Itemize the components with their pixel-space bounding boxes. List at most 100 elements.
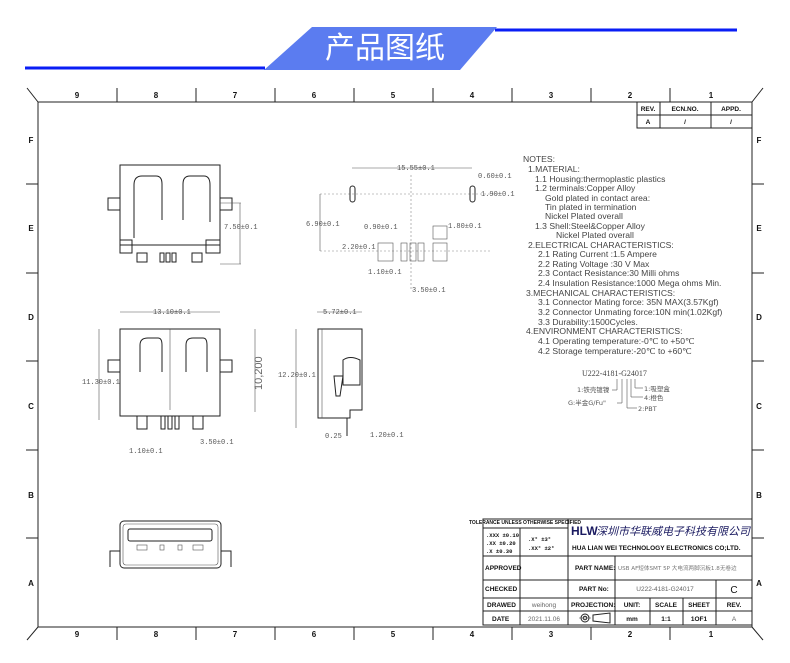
ruler-col-3: 3: [549, 91, 554, 100]
usb-port-view: [109, 520, 232, 569]
note-line: 1.1 Housing:thermoplastic plastics: [535, 174, 665, 184]
drawed-value: weihong: [531, 602, 557, 609]
ruler-col-8: 8: [154, 91, 159, 100]
tolerance-title: TOLERANCE UNLESS OTHERWISE SPECIFIED: [469, 520, 581, 526]
approved-label: APPROVED: [485, 565, 522, 572]
company-logo: HLW: [571, 524, 598, 538]
part-name-label: PART NAME:: [575, 565, 615, 572]
ecn-header: ECN.NO.: [671, 106, 698, 113]
ruler-row-a: A: [28, 579, 34, 588]
note-line: 2.3 Contact Resistance:30 Milli ohms: [538, 268, 679, 278]
ruler-col-3-bottom: 3: [549, 630, 554, 639]
tolerance-angle-x: .X° ±3°: [528, 536, 551, 543]
drawing-size: C: [730, 585, 737, 596]
ruler-col-7: 7: [233, 91, 238, 100]
part-code: U222-4181-G24017: [582, 369, 647, 378]
ruler-col-4-bottom: 4: [470, 630, 475, 639]
dim-side-width: 5.72±0.1: [323, 309, 357, 317]
page-title: 产品图纸: [325, 31, 445, 66]
note-line: 2.2 Rating Voltage :30 V Max: [538, 259, 650, 269]
revision-table: REV. ECN.NO. APPD. A / /: [636, 101, 753, 129]
ruler-row-b-right: B: [756, 491, 762, 500]
ruler-row-d-right: D: [756, 313, 762, 322]
note-line: 4.2 Storage temperature:-20℃ to +60℃: [538, 346, 692, 356]
dim-side-height: 12.20±0.1: [278, 372, 316, 380]
title-block: TOLERANCE UNLESS OTHERWISE SPECIFIED .XX…: [469, 518, 753, 626]
dim-pin-length: 1.90±0.1: [481, 191, 515, 199]
ruler-row-f: F: [29, 136, 34, 145]
dim-top-height: 11.30±0.1: [82, 379, 120, 387]
note-line: 4.ENVIRONMENT CHARACTERISTICS:: [526, 326, 682, 336]
part-code-legend: U222-4181-G24017 1:铁壳镀镍 G:半金G/Fu" 2:PBT …: [568, 369, 670, 413]
dim-pad-gap: 0.90±0.1: [364, 224, 398, 232]
note-line: 3.3 Durability:1500Cycles.: [538, 317, 638, 327]
ruler-col-9-bottom: 9: [75, 630, 80, 639]
legend-shell: 1:铁壳镀镍: [577, 385, 610, 394]
legend-material: 2:PBT: [638, 405, 657, 413]
dim-top-inner: 10,200: [253, 356, 265, 390]
dim-front-height: 7.50±0.1: [224, 224, 258, 232]
company-name-cn: 深圳市华联威电子科技有限公司: [596, 525, 751, 538]
ruler-col-5: 5: [391, 91, 396, 100]
note-line: 2.4 Insulation Resistance:1000 Mega ohms…: [538, 278, 721, 288]
rev-value: A: [646, 119, 651, 126]
note-line: 3.MECHANICAL CHARACTERISTICS:: [526, 288, 675, 298]
ruler-col-1: 1: [709, 91, 714, 100]
note-line: NOTES:: [523, 154, 555, 164]
note-line: 1.3 Shell:Steel&Copper Alloy: [535, 221, 646, 231]
dim-pad-height: 2.20±0.1: [342, 244, 376, 252]
scale-label: SCALE: [655, 602, 678, 609]
ruler-row-d: D: [28, 313, 34, 322]
note-line: 2.1 Rating Current :1.5 Ampere: [538, 249, 657, 259]
part-name-value: USB AF短体SMT 5P 大电流两脚沉板1.8无卷边: [618, 564, 737, 572]
dim-side-pin: 1.20±0.1: [370, 432, 404, 440]
note-line: Gold plated in contact area:: [545, 193, 650, 203]
dim-top-center: 3.50±0.1: [200, 439, 234, 447]
ecn-value: /: [684, 119, 686, 126]
date-value: 2021.11.06: [528, 616, 560, 623]
ruler-col-6-bottom: 6: [312, 630, 317, 639]
dim-footprint-center: 3.50±0.1: [412, 287, 446, 295]
ruler-col-8-bottom: 8: [154, 630, 159, 639]
ruler-col-5-bottom: 5: [391, 630, 396, 639]
ruler-row-e-right: E: [756, 224, 762, 233]
ruler-row-e: E: [28, 224, 34, 233]
pcb-footprint: 15.55±0.1 0.60±0.1 1.90±0.1 6.90±0.1 0.9…: [306, 165, 515, 295]
notes: NOTES: 1.MATERIAL: 1.1 Housing:thermopla…: [523, 154, 723, 356]
note-line: 4.1 Operating temperature:-0℃ to +50℃: [538, 336, 695, 346]
scale-value: 1:1: [661, 616, 671, 623]
legend-color: 4:橙色: [644, 393, 664, 402]
tolerance-xx: .XX ±0.20: [486, 540, 516, 547]
ruler-row-b: B: [28, 491, 34, 500]
sheet-value: 1OF1: [691, 616, 708, 623]
company-name-en: HUA LIAN WEI TECHNOLOGY ELECTRONICS CO;L…: [572, 545, 741, 552]
appd-value: /: [730, 119, 732, 126]
tolerance-x: .X ±0.30: [486, 548, 512, 555]
dim-pad-big: 1.80±0.1: [448, 223, 482, 231]
part-no-value: U222-4181-G24017: [636, 586, 694, 593]
date-label: DATE: [492, 616, 510, 623]
note-line: 3.1 Connector Mating force: 35N MAX(3.57…: [538, 297, 719, 307]
ruler-col-2-bottom: 2: [628, 630, 633, 639]
side-view: 5.72±0.1 12.20±0.1 0.25 1.20±0.1: [278, 309, 404, 441]
ruler-col-6: 6: [312, 91, 317, 100]
ruler-row-c: C: [28, 402, 34, 411]
ruler-row-a-right: A: [756, 579, 762, 588]
appd-header: APPD.: [721, 106, 741, 113]
checked-label: CHECKED: [485, 586, 517, 593]
front-view: 7.50±0.1: [107, 164, 258, 265]
dim-pin-width: 0.60±0.1: [478, 173, 512, 181]
header-banner: 产品图纸: [25, 27, 737, 70]
ruler-col-2: 2: [628, 91, 633, 100]
unit-label: UNIT:: [624, 602, 641, 609]
drawing-frame: 9 8 7 6 5 4 3 2 1 9 8 7 6 5 4 3 2 1 F E …: [26, 87, 764, 641]
part-no-label: PART No:: [579, 586, 609, 593]
dim-footprint-width: 15.55±0.1: [397, 165, 435, 173]
note-line: 1.2 terminals:Copper Alloy: [535, 183, 636, 193]
ruler-row-c-right: C: [756, 402, 762, 411]
note-line: Nickel Plated overall: [556, 230, 634, 240]
rev-label: REV.: [727, 602, 742, 609]
ruler-col-4: 4: [470, 91, 475, 100]
note-line: 2.ELECTRICAL CHARACTERISTICS:: [528, 240, 674, 250]
